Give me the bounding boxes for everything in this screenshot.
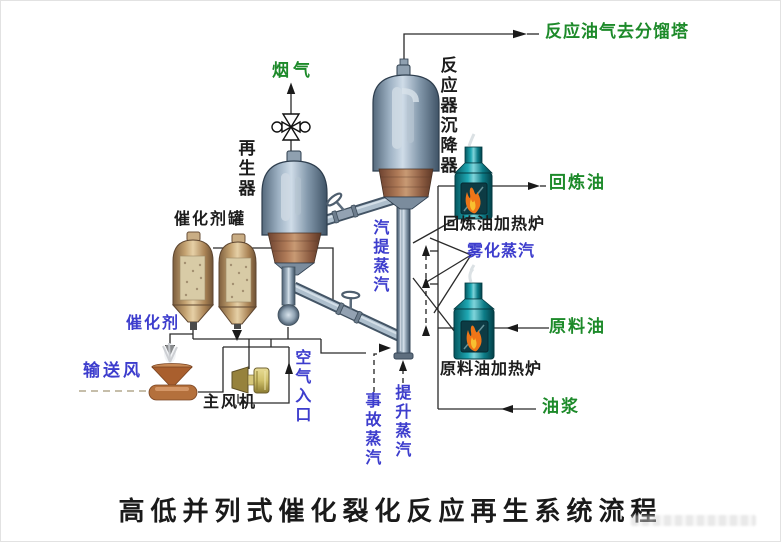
catalyst-hopper <box>148 342 198 401</box>
label-stripping-steam: 汽提蒸汽 <box>370 219 388 295</box>
label-atomizing-steam: 雾化蒸汽 <box>467 243 536 260</box>
label-emergency-steam: 事故蒸汽 <box>362 392 380 468</box>
butterfly-valve-icon <box>271 113 311 141</box>
label-catalyst: 催化剂 <box>126 315 181 332</box>
label-flue-gas: 烟气 <box>272 61 314 80</box>
label-air-inlet: 空气入口 <box>292 349 310 425</box>
label-catalyst-tanks: 催化剂罐 <box>174 211 247 228</box>
label-raw-oil-heater: 原料油加热炉 <box>440 361 543 378</box>
recycle-oil-furnace <box>454 133 493 220</box>
dashed-steam-lines <box>373 250 427 392</box>
diagram-title: 高低并列式催化裂化反应再生系统流程 <box>118 497 663 526</box>
label-reaction-oil-gas-to-fractionator: 反应油气去分馏塔 <box>545 22 689 41</box>
label-recycle-oil: 回炼油 <box>549 173 606 192</box>
label-recycle-oil-heater: 回炼油加热炉 <box>443 216 546 233</box>
catalyst-tank-1 <box>171 231 215 330</box>
watermark <box>631 515 756 526</box>
label-transport-air: 输送风 <box>83 361 143 380</box>
label-regenerator: 再生器 <box>235 139 255 199</box>
catalyst-tank-2 <box>217 233 258 329</box>
main-blower-machine <box>231 366 270 394</box>
reactor-settler-vessel <box>372 58 440 210</box>
riser-pipe <box>393 202 414 360</box>
raw-oil-furnace <box>452 264 496 360</box>
label-raw-oil: 原料油 <box>549 317 606 336</box>
process-lines <box>169 33 549 410</box>
label-lifting-steam: 提升蒸汽 <box>392 384 410 460</box>
label-main-blower: 主风机 <box>203 394 258 411</box>
regenerator-vessel <box>261 150 328 326</box>
label-reactor-settler: 反应器沉降器 <box>437 56 457 176</box>
label-oil-slurry: 油浆 <box>542 397 580 416</box>
